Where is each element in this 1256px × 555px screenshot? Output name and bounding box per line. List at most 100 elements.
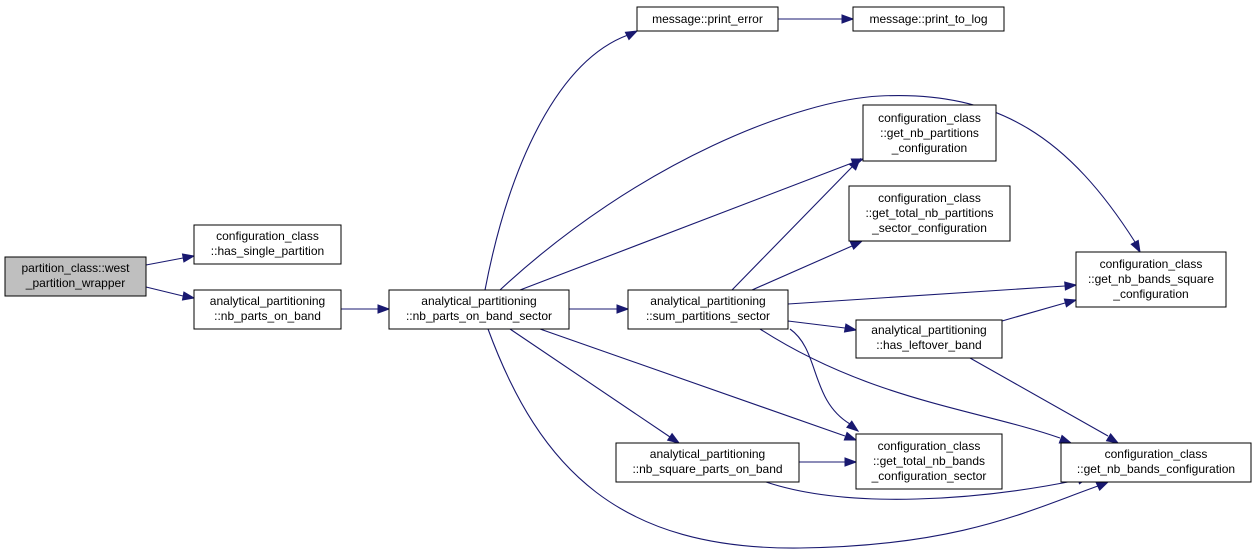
node-label-line-3: _sector_configuration bbox=[871, 221, 987, 235]
arrowhead bbox=[666, 432, 681, 444]
arrowhead bbox=[181, 253, 196, 263]
edge-nb_parts_sector-to-print_error bbox=[484, 30, 639, 291]
arrowhead bbox=[843, 323, 858, 333]
node-get-total-nb-partitions-sector-configuration[interactable]: configuration_class ::get_total_nb_parti… bbox=[848, 185, 1011, 242]
arrowhead bbox=[377, 304, 391, 314]
node-label-line-1: partition_class::west bbox=[21, 261, 130, 275]
node-get-nb-partitions-configuration[interactable]: configuration_class ::get_nb_partitions … bbox=[862, 104, 997, 162]
arrowhead bbox=[1130, 239, 1141, 254]
node-nb-parts-on-band-sector[interactable]: analytical_partitioning ::nb_parts_on_ba… bbox=[388, 289, 570, 330]
edge-line bbox=[759, 328, 1061, 439]
edge-line bbox=[145, 286, 184, 297]
node-label-line-1: configuration_class bbox=[1105, 447, 1208, 461]
arrowhead bbox=[849, 240, 864, 251]
node-label-line-1: message::print_to_log bbox=[869, 12, 987, 26]
edge-line bbox=[519, 162, 853, 291]
node-label-line-2: ::sum_partitions_sector bbox=[646, 309, 770, 323]
node-label-line-3: _configuration bbox=[1112, 287, 1188, 301]
edge-line bbox=[751, 245, 853, 291]
node-get-total-nb-bands-configuration-sector[interactable]: configuration_class ::get_total_nb_bands… bbox=[855, 433, 1003, 490]
arrowhead bbox=[624, 30, 639, 41]
node-west-partition-wrapper[interactable]: partition_class::west _partition_wrapper bbox=[4, 256, 147, 297]
arrowhead bbox=[1105, 433, 1120, 444]
node-get-nb-bands-square-configuration[interactable]: configuration_class ::get_nb_bands_squar… bbox=[1075, 251, 1227, 308]
edge-line bbox=[499, 94, 1136, 291]
node-label-line-2: ::has_single_partition bbox=[211, 244, 324, 258]
node-label-line-2: ::get_nb_bands_square bbox=[1088, 272, 1214, 286]
edge-nb_parts_sector-to-get_total_nb_bands bbox=[539, 328, 858, 441]
node-label-line-2: ::has_leftover_band bbox=[876, 338, 981, 352]
arrowhead bbox=[1064, 281, 1078, 291]
arrowhead bbox=[841, 14, 855, 24]
node-label-line-2: _partition_wrapper bbox=[25, 276, 125, 290]
edge-nb_parts_sector-to-get_nb_bands_square bbox=[499, 94, 1141, 291]
edge-sum_partitions-to-get_total_nb_bands bbox=[789, 328, 860, 432]
edge-sum_partitions-to-get_nb_partitions bbox=[731, 157, 861, 291]
arrowhead bbox=[846, 420, 860, 432]
node-label-line-3: _configuration bbox=[891, 141, 967, 155]
node-label-line-1: configuration_class bbox=[878, 111, 981, 125]
edge-print_error-to-print_to_log bbox=[778, 14, 855, 24]
edge-sum_partitions-to-get_nb_bands_square bbox=[787, 281, 1078, 305]
arrowhead bbox=[1058, 434, 1073, 444]
edge-has_leftover-to-get_nb_bands_conf bbox=[969, 357, 1120, 444]
arrowhead bbox=[843, 431, 858, 441]
node-sum-partitions-sector[interactable]: analytical_partitioning ::sum_partitions… bbox=[627, 289, 789, 330]
edge-west-to-has_single bbox=[145, 253, 196, 266]
node-print-to-log[interactable]: message::print_to_log bbox=[852, 6, 1005, 32]
arrowhead bbox=[616, 304, 630, 314]
node-label-line-1: configuration_class bbox=[216, 229, 319, 243]
edge-line bbox=[789, 328, 851, 425]
edge-sum_partitions-to-has_leftover bbox=[787, 320, 858, 333]
node-label-line-1: configuration_class bbox=[878, 191, 981, 205]
node-label-line-1: message::print_error bbox=[652, 12, 763, 26]
edge-line bbox=[765, 479, 1079, 500]
node-has-leftover-band[interactable]: analytical_partitioning ::has_leftover_b… bbox=[855, 319, 1003, 359]
edges-layer bbox=[145, 14, 1141, 549]
edge-nb_parts_sector-to-get_nb_bands_conf bbox=[487, 328, 1110, 549]
edge-line bbox=[145, 257, 184, 266]
arrowhead bbox=[1063, 298, 1078, 308]
edge-line bbox=[509, 328, 671, 438]
node-label-line-2: ::get_total_nb_partitions bbox=[865, 206, 993, 220]
node-print-error[interactable]: message::print_error bbox=[636, 6, 779, 32]
edge-nb_parts_sector-to-get_nb_partitions bbox=[519, 158, 865, 291]
edge-west-to-nb_parts_on_band bbox=[145, 286, 196, 301]
node-get-nb-bands-configuration[interactable]: configuration_class ::get_nb_bands_confi… bbox=[1060, 442, 1252, 483]
node-label-line-3: _configuration_sector bbox=[871, 469, 987, 483]
node-label-line-1: analytical_partitioning bbox=[650, 447, 765, 461]
edge-has_leftover-to-get_nb_bands_square bbox=[1001, 298, 1078, 322]
arrowhead bbox=[844, 457, 858, 467]
node-label-line-1: configuration_class bbox=[878, 439, 981, 453]
edge-nb_square_parts-to-get_total_nb_bands bbox=[799, 457, 858, 467]
edge-nb_parts_sector-to-nb_square_parts bbox=[509, 328, 681, 444]
edge-nb_parts_sector-to-sum_partitions bbox=[569, 304, 630, 314]
node-label-line-1: analytical_partitioning bbox=[871, 323, 986, 337]
node-label-line-2: ::nb_parts_on_band_sector bbox=[406, 309, 552, 323]
arrowhead bbox=[1095, 481, 1110, 492]
edge-sum_partitions-to-get_total_nb_partitions bbox=[751, 240, 864, 291]
edge-line bbox=[539, 328, 846, 437]
edge-nb_parts_on_band-to-nb_parts_sector bbox=[341, 304, 391, 314]
edge-line bbox=[731, 166, 853, 291]
node-has-single-partition[interactable]: configuration_class ::has_single_partiti… bbox=[193, 224, 342, 265]
node-label-line-2: ::get_nb_partitions bbox=[880, 126, 979, 140]
edge-line bbox=[787, 320, 846, 329]
node-label-line-2: ::get_total_nb_bands bbox=[873, 454, 985, 468]
node-label-line-2: ::nb_square_parts_on_band bbox=[632, 462, 782, 476]
edge-line bbox=[969, 357, 1109, 437]
node-label-line-2: ::nb_parts_on_band bbox=[214, 309, 321, 323]
edge-line bbox=[484, 34, 629, 291]
node-label-line-1: analytical_partitioning bbox=[650, 294, 765, 308]
node-label-line-1: configuration_class bbox=[1100, 257, 1203, 271]
node-nb-square-parts-on-band[interactable]: analytical_partitioning ::nb_square_part… bbox=[615, 442, 800, 483]
edge-line bbox=[487, 328, 1099, 549]
node-label-line-1: analytical_partitioning bbox=[421, 294, 536, 308]
arrowhead bbox=[848, 157, 861, 171]
node-nb-parts-on-band[interactable]: analytical_partitioning ::nb_parts_on_ba… bbox=[193, 289, 342, 330]
node-label-line-2: ::get_nb_bands_configuration bbox=[1077, 462, 1235, 476]
arrowhead bbox=[181, 291, 196, 301]
node-label-line-1: analytical_partitioning bbox=[210, 294, 325, 308]
edge-line bbox=[1001, 302, 1066, 322]
